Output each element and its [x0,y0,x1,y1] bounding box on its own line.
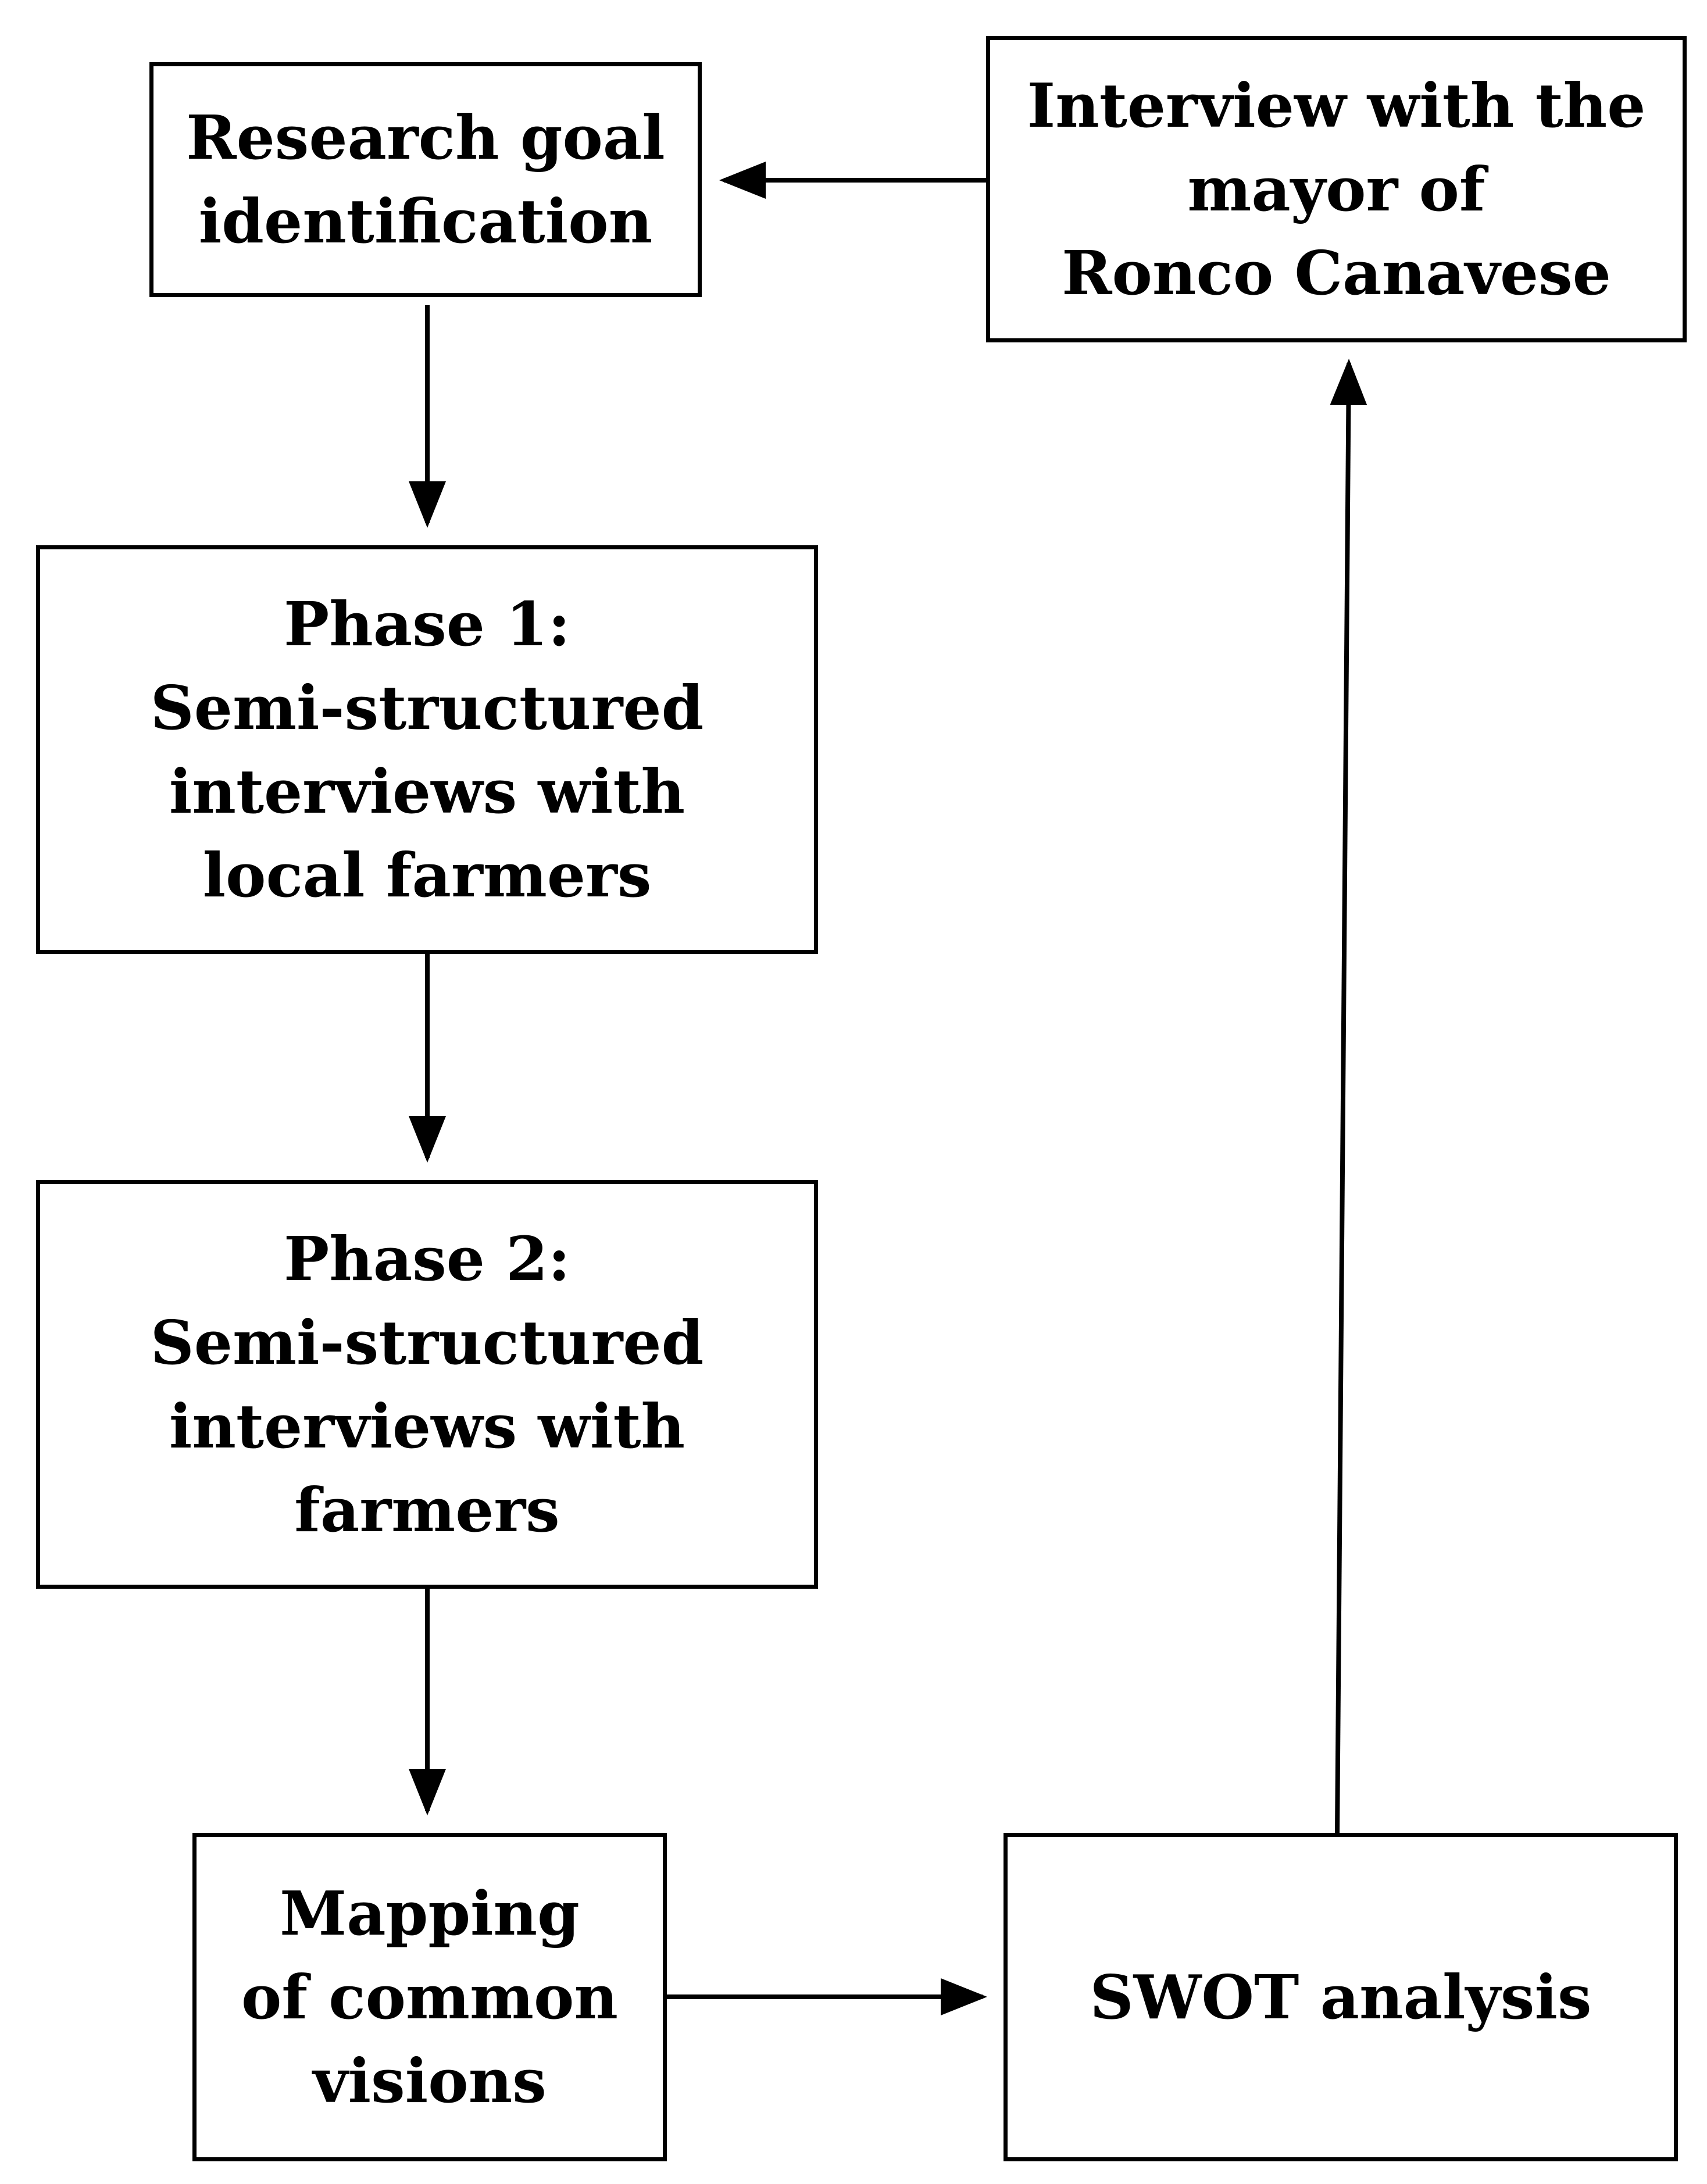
research-goal-box: Research goal identification [149,62,702,297]
interview-mayor-label: Interview with the mayor of Ronco Canave… [1027,69,1646,309]
mapping-label: Mapping of common visions [241,1877,619,2117]
mapping-box: Mapping of common visions [192,1833,667,2161]
phase2-box: Phase 2: Semi-structured interviews with… [36,1180,818,1589]
phase1-label: Phase 1: Semi-structured interviews with… [150,588,704,911]
swot-box: SWOT analysis [1004,1833,1678,2161]
arrow-swot-to-interview-mayor [1330,359,1367,1833]
phase1-box: Phase 1: Semi-structured interviews with… [36,545,818,954]
interview-mayor-box: Interview with the mayor of Ronco Canave… [986,36,1687,342]
swot-label: SWOT analysis [1090,1961,1592,2033]
phase2-label: Phase 2: Semi-structured interviews with… [150,1223,704,1546]
research-goal-label: Research goal identification [186,102,665,257]
